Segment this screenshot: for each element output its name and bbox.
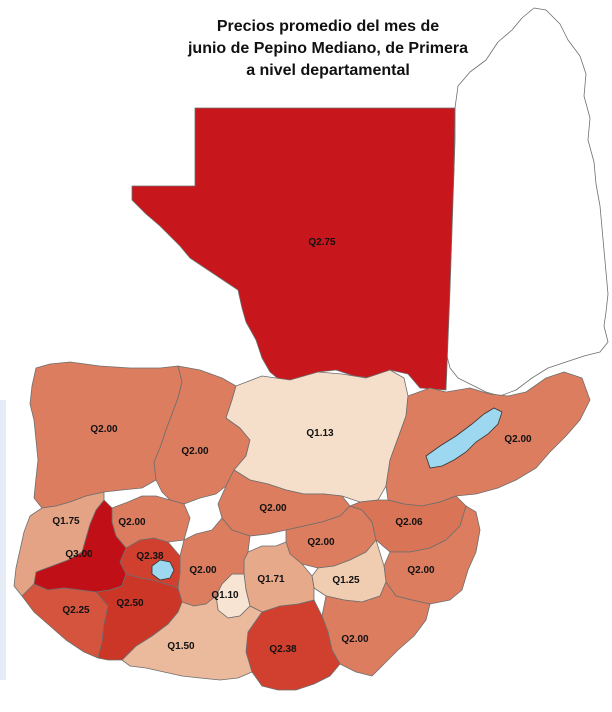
price-label-el-progreso: Q2.00 <box>307 537 335 548</box>
department-izabal <box>385 371 591 507</box>
price-label-izabal: Q2.00 <box>504 434 532 445</box>
price-label-jalapa: Q1.25 <box>332 575 360 586</box>
department-retalhuleu <box>21 583 109 659</box>
left-edge-strip <box>0 400 6 680</box>
price-label-chiquimula: Q2.00 <box>407 565 435 576</box>
price-label-suchitepequez: Q2.50 <box>116 598 144 609</box>
price-label-retalhuleu: Q2.25 <box>62 605 90 616</box>
price-label-zacapa: Q2.06 <box>395 517 423 528</box>
price-label-guatemala: Q1.71 <box>257 574 285 585</box>
price-label-huehuetenango: Q2.00 <box>90 424 118 435</box>
map-title-line-1: Precios promedio del mes de <box>216 18 440 35</box>
price-labels: Q2.75 Q2.00 Q2.00 Q1.13 Q2.00 Q2.00 Q2.0… <box>52 237 532 655</box>
lake-atitlan <box>151 559 175 581</box>
department-san-marcos <box>13 491 105 597</box>
department-suchitepequez <box>95 573 183 661</box>
price-label-chimaltenango: Q2.00 <box>189 565 217 576</box>
belize-outline <box>445 7 609 397</box>
price-label-jutiapa: Q2.00 <box>341 634 369 645</box>
price-label-alta-verapaz: Q1.13 <box>306 428 334 439</box>
price-label-solola: Q2.38 <box>136 551 164 562</box>
department-peten <box>131 107 456 391</box>
map-title-line-3: a nivel departamental <box>246 62 410 79</box>
map-title-line-2: junio de Pepino Mediano, de Primera <box>187 40 469 57</box>
lake-izabal <box>425 407 503 469</box>
price-label-quetzaltenango: Q3.00 <box>65 549 93 560</box>
price-label-escuintla: Q1.50 <box>167 641 195 652</box>
price-label-peten: Q2.75 <box>308 237 336 248</box>
price-label-sacatepequez: Q1.10 <box>211 590 239 601</box>
department-huehuetenango <box>29 361 183 509</box>
map-title: Precios promedio del mes de junio de Pep… <box>118 16 538 82</box>
price-label-san-marcos: Q1.75 <box>52 516 80 527</box>
price-label-baja-verapaz: Q2.00 <box>259 503 287 514</box>
price-label-quiche: Q2.00 <box>181 446 209 457</box>
price-label-totonicapan: Q2.00 <box>118 517 146 528</box>
price-label-santa-rosa: Q2.38 <box>269 644 297 655</box>
